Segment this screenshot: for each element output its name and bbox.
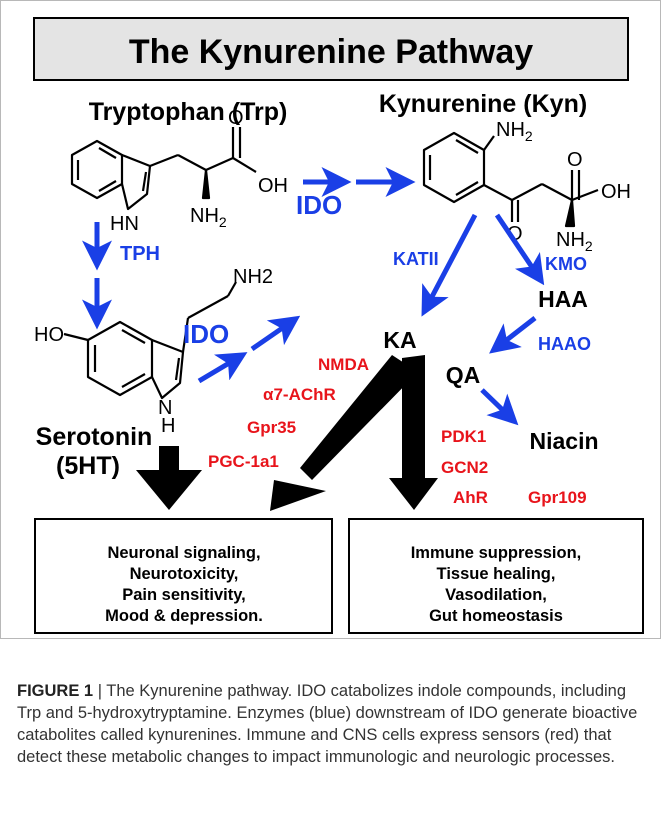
kyn-oh-atom: OH	[601, 181, 631, 203]
sensor-pgc-1a1: PGC-1a1	[208, 452, 279, 471]
ido-enzyme-serotonin: IDO	[183, 319, 229, 349]
haao-arrow	[489, 316, 537, 354]
caption-text: The Kynurenine pathway. IDO catabolizes …	[17, 682, 638, 766]
ser-h-atom: H	[161, 415, 175, 437]
kynurenine-pathway-diagram: The Kynurenine Pathway Tryptophan (Trp) …	[33, 17, 644, 634]
outcome-right-line-2: Tissue healing,	[437, 565, 556, 583]
kyn-nh2-bottom-atom: NH2	[556, 229, 593, 254]
sensors: NMDA α7-AChR Gpr35 PGC-1a1 PDK1 GCN2 AhR…	[208, 355, 587, 507]
trp-nh2-atom: NH2	[190, 205, 227, 230]
haao-enzyme: HAAO	[538, 334, 591, 354]
sensor-a7-achr: α7-AChR	[263, 385, 336, 404]
outcome-box-right-lines: Immune suppression, Tissue healing, Vaso…	[411, 544, 582, 625]
outcome-box-right	[348, 518, 644, 634]
outcome-left-line-4: Mood & depression.	[105, 607, 263, 625]
kmo-enzyme: KMO	[545, 254, 587, 274]
outcome-left-line-3: Pain sensitivity,	[122, 586, 246, 604]
kynurenine-label: Kynurenine (Kyn)	[379, 90, 587, 118]
trp-oh-atom: OH	[258, 175, 288, 197]
kynurenine-structure	[422, 131, 599, 228]
kyn-nh2-top-atom: NH2	[496, 119, 533, 144]
sensor-pdk1: PDK1	[441, 427, 486, 446]
sensor-gpr109: Gpr109	[528, 488, 587, 507]
katii-arrow	[421, 213, 478, 317]
figure-label: FIGURE 1	[17, 682, 94, 700]
tph-enzyme: TPH	[120, 243, 160, 265]
figure-caption: FIGURE 1 | The Kynurenine pathway. IDO c…	[17, 680, 647, 768]
outcome-left-line-1: Neuronal signaling,	[107, 544, 260, 562]
sensor-ahr: AhR	[453, 488, 488, 507]
katii-enzyme: KATII	[393, 249, 439, 269]
niacin-arrow	[480, 388, 519, 426]
outcome-right-line-1: Immune suppression,	[411, 544, 582, 562]
ido-serotonin-arrow-2	[250, 315, 301, 352]
trp-o-atom: O	[228, 107, 244, 129]
kyn-o-acid-atom: O	[567, 149, 583, 171]
caption-separator: |	[93, 682, 107, 700]
figure-frame	[0, 0, 661, 639]
ido-serotonin-arrow-1	[197, 352, 248, 384]
sensor-nmda: NMDA	[318, 355, 369, 374]
title-box	[33, 17, 629, 81]
trp-hn-atom: HN	[110, 213, 139, 235]
outcome-left-line-2: Neurotoxicity,	[130, 565, 239, 583]
ka-label: KA	[383, 327, 416, 353]
black-arrows	[136, 355, 438, 511]
outcome-right-line-3: Vasodilation,	[445, 586, 547, 604]
outcome-box-left	[34, 518, 333, 634]
sensor-gcn2: GCN2	[441, 458, 488, 477]
outcome-right-line-4: Gut homeostasis	[429, 607, 563, 625]
serotonin-abbrev-label: (5HT)	[56, 452, 120, 480]
ser-ho-atom: HO	[34, 324, 64, 346]
outcome-box-left-lines: Neuronal signaling, Neurotoxicity, Pain …	[105, 544, 263, 625]
kmo-arrow	[494, 213, 545, 286]
niacin-label: Niacin	[529, 428, 598, 454]
ido-enzyme-top: IDO	[296, 190, 342, 220]
haa-label: HAA	[538, 286, 588, 312]
serotonin-structure	[63, 281, 237, 400]
qa-label: QA	[446, 362, 481, 388]
sensor-gpr35: Gpr35	[247, 418, 296, 437]
tryptophan-label: Tryptophan (Trp)	[89, 98, 288, 126]
serotonin-label: Serotonin	[36, 423, 153, 451]
tryptophan-structure	[70, 127, 257, 211]
ser-nh2-atom: NH2	[233, 266, 273, 288]
diagram-title: The Kynurenine Pathway	[129, 33, 533, 71]
ser-n-atom: N	[158, 397, 172, 419]
